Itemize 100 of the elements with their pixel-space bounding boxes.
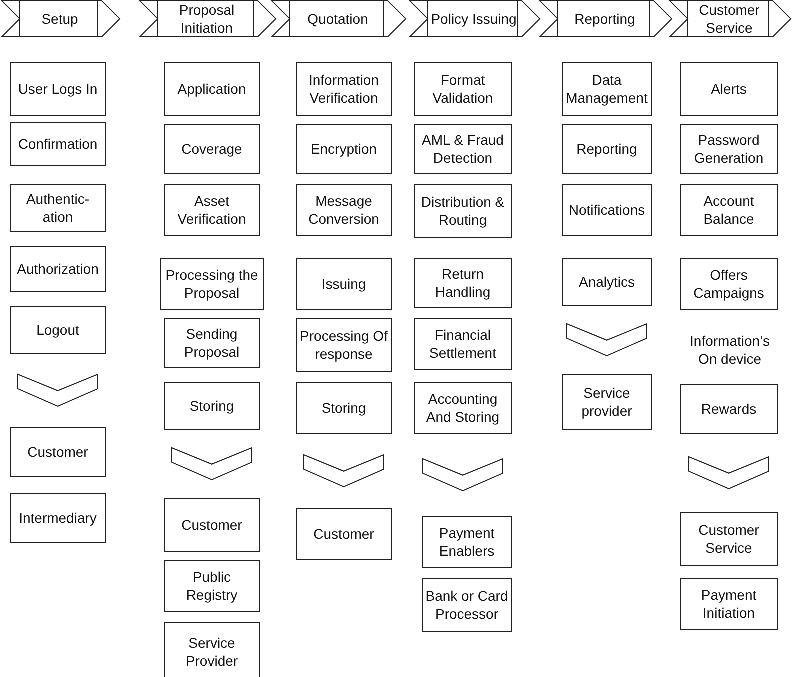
box-label: Policy Issuing	[430, 10, 518, 28]
process-box	[296, 258, 392, 310]
stage-header	[2, 1, 120, 37]
box-label: User Logs In	[17, 80, 99, 98]
box-label: Authorization	[16, 260, 100, 278]
stage-header	[140, 1, 276, 37]
box-label: Public Registry	[185, 568, 239, 604]
box-label: Intermediary	[18, 509, 98, 527]
box-label: Rewards	[700, 400, 758, 418]
process-box	[164, 622, 260, 677]
process-box	[680, 512, 778, 566]
process-box	[296, 382, 392, 434]
stage-header	[410, 1, 540, 37]
down-chevron-arrow	[688, 456, 770, 490]
box-label: Storing	[320, 399, 368, 417]
process-box	[296, 124, 392, 174]
process-box	[10, 427, 106, 477]
box-label: Customer Service	[698, 521, 760, 557]
process-box	[422, 578, 512, 632]
box-label: Accounting And Storing	[425, 390, 501, 426]
box-label: Bank or Card Processor	[424, 587, 510, 623]
process-box	[680, 578, 778, 630]
process-box	[164, 498, 260, 552]
process-box	[164, 184, 260, 236]
process-box	[414, 318, 512, 370]
process-box	[10, 306, 106, 354]
box-label: Customer	[26, 443, 90, 461]
box-label: Issuing	[320, 275, 368, 293]
box-label: Format Validation	[432, 71, 494, 107]
process-box	[414, 258, 512, 308]
down-chevron-arrow	[566, 323, 648, 357]
process-box	[562, 258, 652, 306]
stage-header	[272, 1, 406, 37]
box-label: Message Conversion	[308, 192, 380, 228]
process-box	[562, 62, 652, 116]
box-label: Account Balance	[702, 192, 756, 228]
process-box	[422, 516, 512, 568]
process-box	[296, 508, 392, 560]
process-box	[680, 184, 778, 236]
process-box	[414, 184, 512, 238]
stage-header	[670, 1, 791, 37]
box-label: Processing Of response	[299, 327, 389, 363]
box-label: Sending Proposal	[183, 325, 241, 361]
box-label: Return Handling	[434, 265, 492, 301]
box-label: Logout	[36, 321, 80, 339]
box-label: Confirmation	[17, 135, 99, 153]
process-box	[164, 382, 260, 430]
box-label: Payment Initiation	[700, 586, 758, 622]
process-box	[10, 122, 106, 166]
process-box	[680, 62, 778, 116]
process-box	[10, 246, 106, 292]
down-chevron-arrow	[172, 447, 252, 481]
box-label: Password Generation	[693, 131, 765, 167]
process-box	[10, 184, 106, 232]
process-box	[680, 384, 778, 434]
box-label: Analytics	[578, 273, 636, 291]
down-chevron-arrow	[422, 458, 504, 492]
box-label: Offers Campaigns	[692, 266, 766, 302]
process-box	[296, 184, 392, 236]
process-box	[164, 318, 260, 368]
down-chevron-arrow	[304, 454, 384, 488]
box-label: Reporting	[574, 10, 636, 28]
box-label: Application	[176, 80, 248, 98]
box-label: Information Verification	[308, 71, 380, 107]
process-box	[680, 258, 778, 310]
box-label: Quotation	[306, 10, 370, 28]
stage-header	[540, 1, 672, 37]
box-label: Reporting	[576, 140, 638, 158]
box-label: Customer Service	[698, 1, 761, 37]
box-label: Storing	[188, 397, 236, 415]
process-box	[164, 62, 260, 116]
box-label: Customer	[180, 516, 244, 534]
process-box	[680, 124, 778, 174]
box-label: Payment Enablers	[438, 524, 496, 560]
process-box	[10, 493, 106, 543]
box-label: Authentic-ation	[25, 190, 91, 226]
process-box	[296, 318, 392, 372]
down-chevron-arrow	[18, 374, 98, 408]
box-label: Financial Settlement	[428, 326, 498, 362]
process-box	[414, 124, 512, 174]
box-label: Encryption	[310, 140, 378, 158]
process-box	[296, 62, 392, 116]
process-box	[562, 374, 652, 430]
process-box	[414, 382, 512, 434]
process-box	[164, 124, 260, 174]
box-label: Coverage	[180, 140, 244, 158]
process-box	[562, 184, 652, 236]
box-label: Alerts	[710, 80, 748, 98]
box-label: Service provider	[580, 384, 634, 420]
box-label: Service Provider	[184, 634, 240, 670]
box-label: Processing the Proposal	[164, 266, 260, 302]
process-box	[414, 62, 512, 116]
box-label: Customer	[312, 525, 376, 543]
box-label: Data Management	[565, 71, 649, 107]
process-box	[10, 62, 106, 116]
process-box	[160, 258, 264, 310]
box-label: Proposal Initiation	[178, 1, 236, 37]
box-label: Notifications	[568, 201, 646, 219]
process-box	[164, 560, 260, 612]
box-label: Distribution & Routing	[420, 193, 506, 229]
